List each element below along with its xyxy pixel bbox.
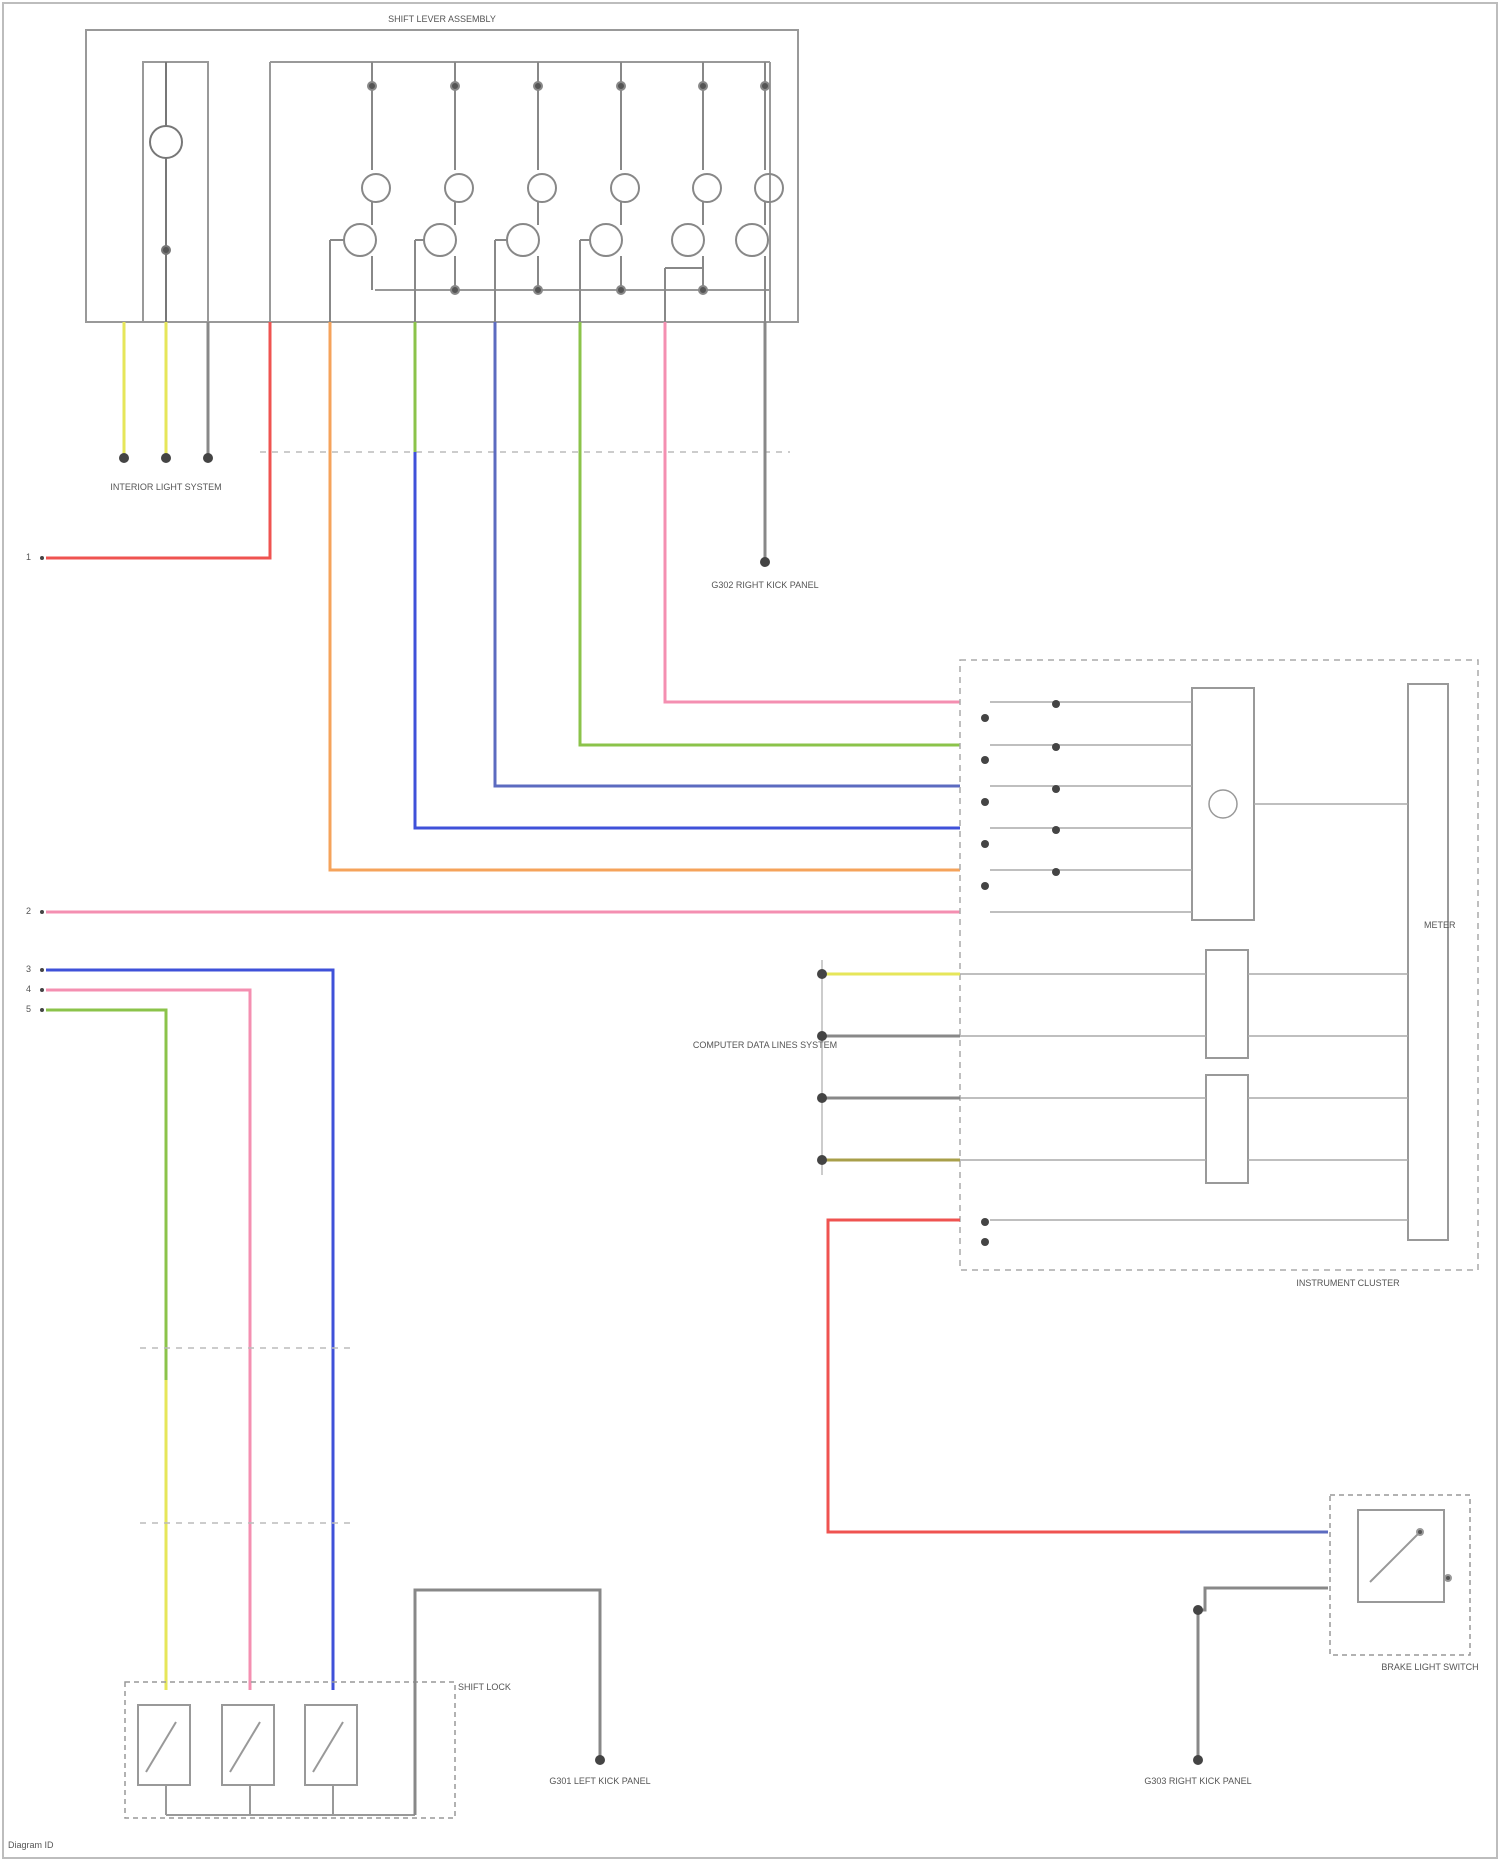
position-indicators: [330, 62, 783, 322]
terminal-5: 5: [26, 1004, 31, 1015]
ground-point: [760, 557, 770, 567]
footer-label: Diagram ID: [8, 1840, 54, 1851]
cluster-pins: [981, 700, 1060, 1246]
terminal-2: 2: [26, 906, 31, 917]
wire-harness: [46, 322, 960, 912]
left-terminals: [40, 556, 44, 1012]
illumination-wires: [119, 322, 213, 463]
shift-lock-label: SHIFT LOCK: [458, 1682, 511, 1693]
shift-lock-wires: [46, 970, 333, 1690]
shift-lock: [125, 1682, 455, 1818]
brake-signal-wire: [828, 1220, 1180, 1532]
indicator-lamp: [150, 62, 182, 322]
ground-label-left: G301 LEFT KICK PANEL: [549, 1776, 650, 1787]
terminal-4: 4: [26, 984, 31, 995]
shift-lever-label: SHIFT LEVER ASSEMBLY: [388, 14, 496, 25]
instrument-cluster-label: INSTRUMENT CLUSTER: [1296, 1278, 1399, 1289]
ground-label-right: G303 RIGHT KICK PANEL: [1144, 1776, 1251, 1787]
shift-lever-assembly: [86, 30, 798, 322]
brake-switch-feed: [1198, 1588, 1328, 1760]
illumination-label: INTERIOR LIGHT SYSTEM: [110, 482, 221, 493]
meter-label: METER: [1424, 920, 1456, 931]
terminal-1: 1: [26, 552, 31, 563]
ground-label-center: G302 RIGHT KICK PANEL: [711, 580, 818, 591]
brake-switch-label: BRAKE LIGHT SWITCH: [1381, 1662, 1478, 1673]
cluster-internal-lines: [960, 702, 1408, 1220]
network-label: COMPUTER DATA LINES SYSTEM: [693, 1040, 837, 1051]
network-wires: [822, 960, 960, 1175]
instrument-cluster: [960, 660, 1478, 1270]
terminal-3: 3: [26, 964, 31, 975]
brake-light-switch: [1330, 1495, 1470, 1655]
